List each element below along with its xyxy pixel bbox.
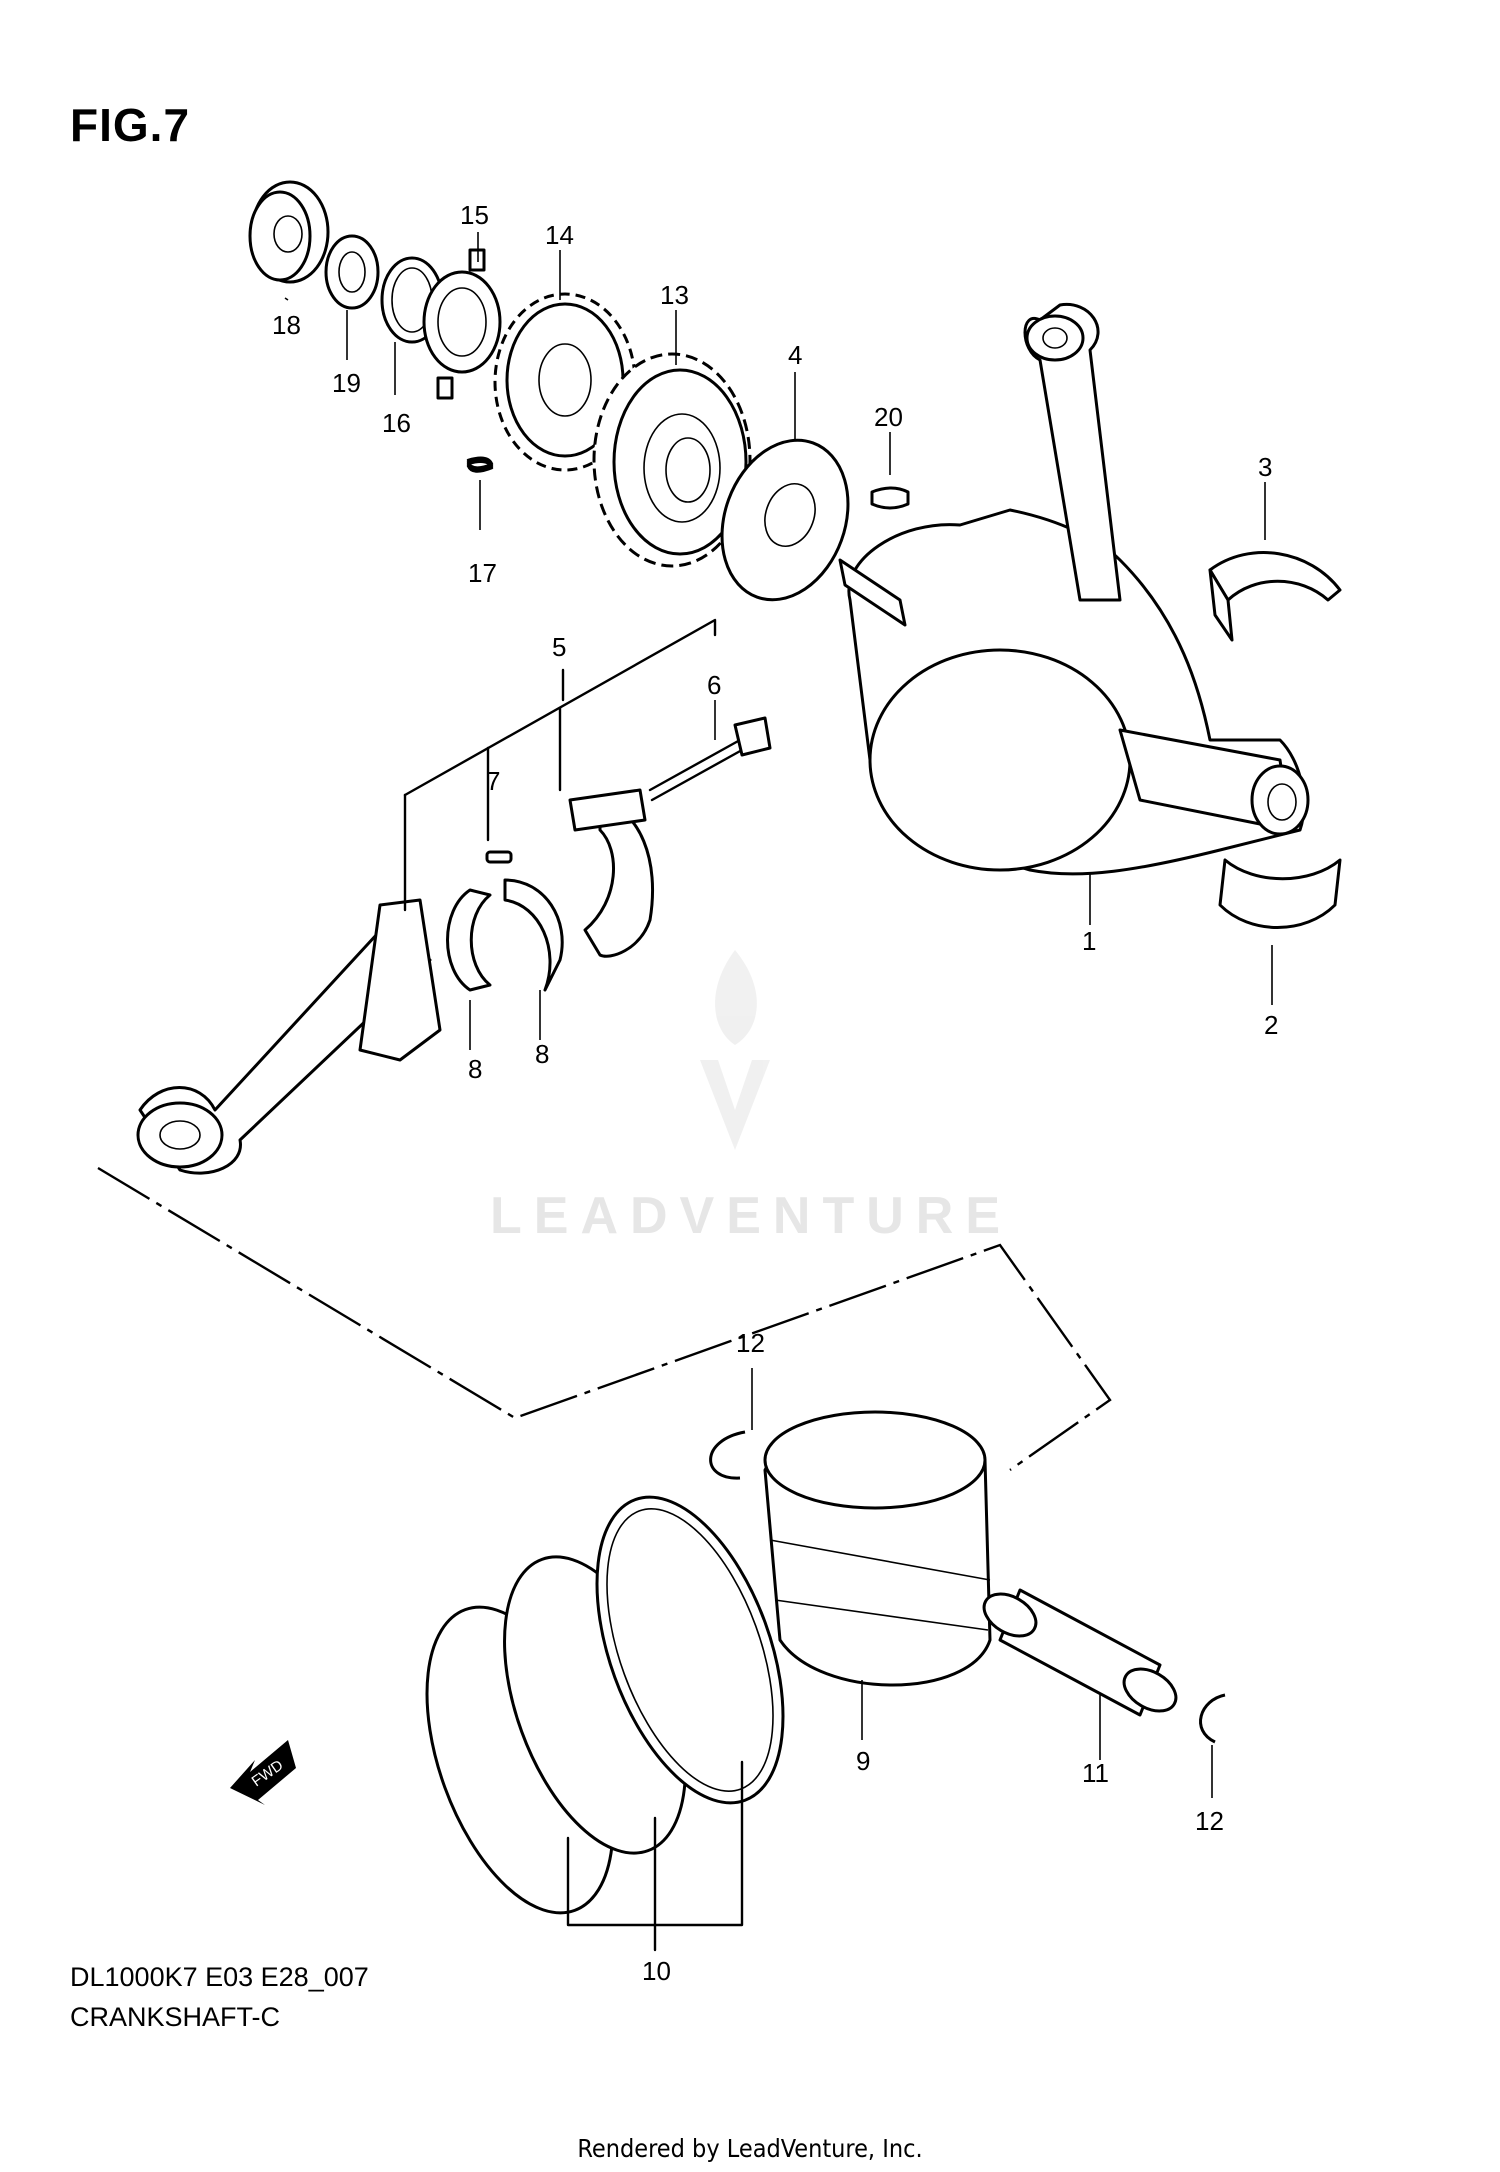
callout-4: 4 (788, 340, 802, 370)
callout-10: 10 (642, 1956, 671, 1986)
watermark-text: LEADVENTURE (490, 1187, 1013, 1245)
part-6-bolt[interactable] (648, 716, 772, 802)
callout-19: 19 (332, 368, 361, 398)
part-3-bearing-upper[interactable] (1208, 551, 1342, 642)
callouts: 18 19 16 15 14 13 17 4 20 3 1 2 5 6 7 8 … (272, 200, 1278, 1986)
group-bracket-5 (403, 618, 717, 912)
part-8-bearing-shell-a[interactable] (446, 888, 492, 992)
callout-12a: 12 (736, 1328, 765, 1358)
watermark-logo (700, 950, 770, 1150)
part-15-lock-washer[interactable] (422, 248, 502, 400)
callout-18: 18 (272, 310, 301, 340)
part-1-connecting-rod-installed[interactable] (1023, 303, 1122, 602)
callout-5: 5 (552, 632, 566, 662)
callout-14: 14 (545, 220, 574, 250)
callout-9: 9 (856, 1746, 870, 1776)
part-11-piston-pin[interactable] (977, 1585, 1183, 1719)
callout-6: 6 (707, 670, 721, 700)
callout-13: 13 (660, 280, 689, 310)
part-10-bracket (566, 1760, 744, 1952)
part-10-ring-set[interactable] (390, 1472, 820, 1937)
part-5-connecting-rod[interactable] (136, 898, 442, 1175)
callout-12b: 12 (1195, 1806, 1224, 1836)
part-13-gear[interactable] (592, 352, 752, 568)
leader-lines (284, 232, 1273, 1798)
callout-8b: 8 (535, 1039, 549, 1069)
callout-20: 20 (874, 402, 903, 432)
part-9-piston[interactable] (763, 1410, 992, 1687)
alignment-lines (97, 1166, 1112, 1471)
part-2-bearing-lower[interactable] (1218, 858, 1342, 929)
part-1-crankshaft[interactable] (838, 508, 1310, 876)
callout-1: 1 (1082, 926, 1096, 956)
callout-11: 11 (1082, 1758, 1109, 1788)
part-20-key[interactable] (870, 486, 910, 510)
part-18-nut[interactable] (248, 180, 330, 284)
part-4-thrust-washer[interactable] (701, 422, 870, 617)
part-12-circlip-b[interactable] (1199, 1693, 1226, 1744)
model-code: DL1000K7 E03 E28_007 (70, 1962, 369, 1992)
callout-8a: 8 (468, 1054, 482, 1084)
part-19-washer[interactable] (324, 234, 380, 310)
figure-title: FIG.7 (70, 99, 191, 151)
part-17-spring[interactable] (466, 456, 494, 473)
fwd-arrow-icon (230, 1740, 296, 1805)
callout-2: 2 (1264, 1010, 1278, 1040)
callout-3: 3 (1258, 452, 1272, 482)
part-7-pin[interactable] (485, 850, 513, 864)
callout-17: 17 (468, 558, 497, 588)
part-14-gear[interactable] (493, 292, 637, 472)
rendered-by-footer: Rendered by LeadVenture, Inc. (577, 2134, 923, 2163)
part-12-circlip-a[interactable] (709, 1430, 746, 1480)
callout-16: 16 (382, 408, 411, 438)
part-8-bearing-shell-b[interactable] (503, 878, 564, 992)
callout-7: 7 (486, 766, 500, 796)
diagram-name: CRANKSHAFT-C (70, 2002, 281, 2032)
part-5-rod-cap[interactable] (568, 788, 655, 958)
callout-15: 15 (460, 200, 489, 230)
